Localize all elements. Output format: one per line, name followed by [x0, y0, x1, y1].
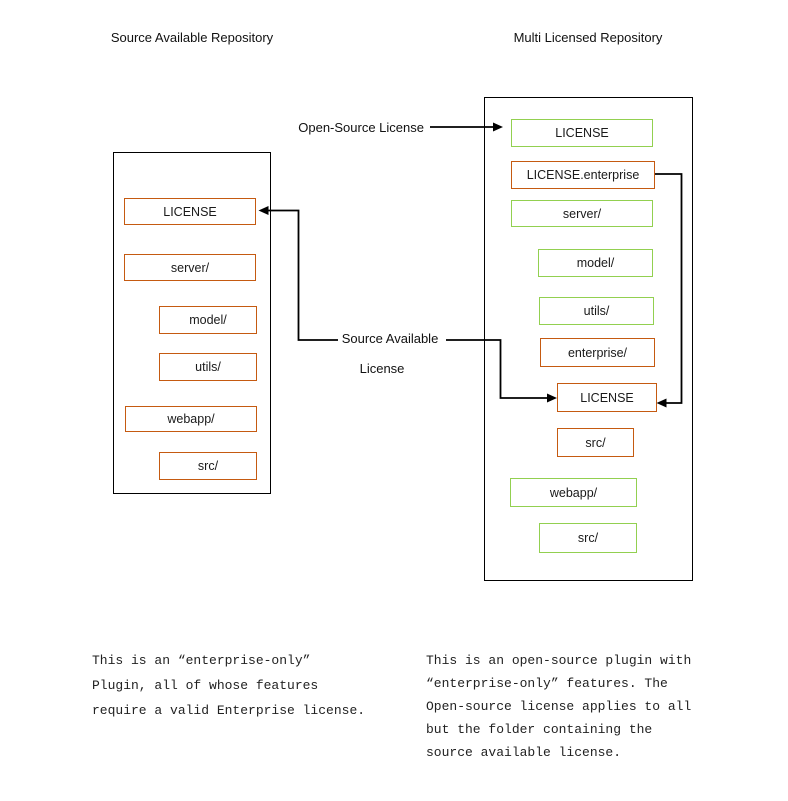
left-note-line: require a valid Enterprise license.	[92, 703, 366, 718]
right-note-line: “enterprise-only” features. The	[426, 676, 668, 691]
right-repo-title: Multi Licensed Repository	[513, 30, 663, 45]
right-repo-note: This is an open-source plugin with “ente…	[426, 649, 691, 764]
right-note-line: This is an open-source plugin with	[426, 653, 692, 668]
left-node-license: LICENSE	[124, 198, 256, 225]
left-node-webapp: webapp/	[125, 406, 257, 432]
left-node-src: src/	[159, 452, 257, 480]
left-note-line: This is an “enterprise-only”	[92, 653, 311, 668]
right-node-enterprise-folder: enterprise/	[540, 338, 655, 367]
right-node-src-enterprise: src/	[557, 428, 634, 457]
right-node-webapp: webapp/	[510, 478, 637, 507]
right-node-utils: utils/	[539, 297, 654, 325]
left-repo-title: Source Available Repository	[110, 30, 274, 45]
left-note-line: Plugin, all of whose features	[92, 678, 319, 693]
left-node-model: model/	[159, 306, 257, 334]
right-node-src-webapp: src/	[539, 523, 637, 553]
right-node-server: server/	[511, 200, 653, 227]
right-node-license-enterprise: LICENSE.enterprise	[511, 161, 655, 189]
source-available-license-label-line1: Source Available	[341, 331, 439, 346]
left-node-server: server/	[124, 254, 256, 281]
right-note-line: but the folder containing the	[426, 722, 653, 737]
open-source-license-label: Open-Source License	[298, 120, 424, 135]
right-note-line: source available license.	[426, 745, 622, 760]
right-node-license-source-available: LICENSE	[557, 383, 657, 412]
right-node-license-open: LICENSE	[511, 119, 653, 147]
left-node-utils: utils/	[159, 353, 257, 381]
right-repo-outline	[484, 97, 693, 581]
left-repo-note: This is an “enterprise-only” Plugin, all…	[92, 648, 365, 723]
source-available-license-label-line2: License	[359, 361, 405, 376]
right-note-line: Open-source license applies to all	[426, 699, 692, 714]
right-node-model: model/	[538, 249, 653, 277]
